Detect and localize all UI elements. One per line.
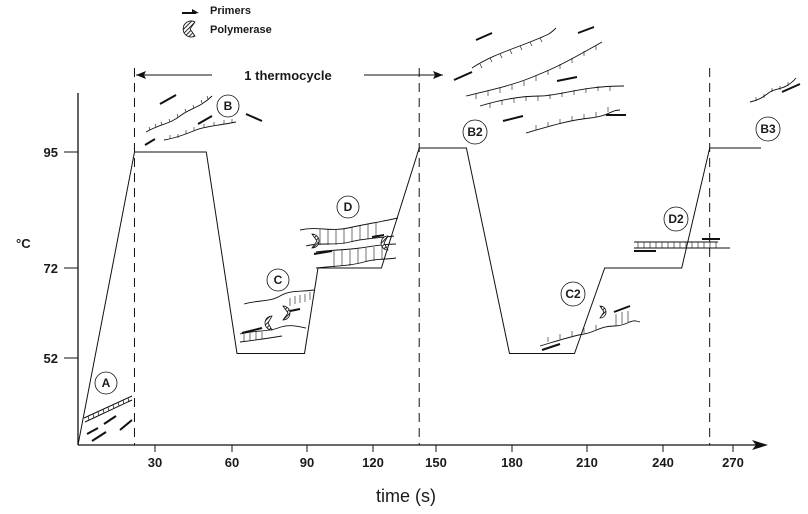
stage-c2-dna-illustration	[539, 305, 641, 351]
svg-text:B3: B3	[760, 122, 776, 136]
thermocycle-span: 1 thermocycle	[136, 68, 443, 83]
polymerase-icon	[264, 315, 273, 331]
y-tick-label: 72	[44, 261, 58, 276]
y-tick-label: 95	[44, 145, 58, 160]
primer-arrow-icon	[313, 234, 385, 255]
legend-label-primers: Primers	[210, 5, 251, 17]
primer-arrow-icon	[541, 305, 631, 351]
y-tick-label: 52	[44, 351, 58, 366]
thermocycle-label: 1 thermocycle	[244, 68, 331, 83]
polymerase-icon	[380, 235, 389, 251]
cycle-markers	[133, 68, 711, 445]
x-axis-arrowhead-icon	[752, 440, 768, 450]
stage-d2-dna-illustration	[634, 238, 730, 252]
stage-label-b: B	[216, 94, 240, 118]
y-ticks: 95 72 52	[44, 145, 78, 366]
stage-b-dna-illustration	[144, 94, 263, 146]
svg-text:A: A	[102, 376, 111, 390]
polymerase-icon	[311, 233, 320, 249]
span-arrowhead-left-icon	[136, 71, 146, 79]
polymerase-icon	[182, 20, 196, 38]
stage-b2-dna-illustration	[453, 26, 626, 134]
x-axis-label: time (s)	[376, 486, 436, 506]
primer-arrow-icon	[144, 94, 263, 146]
primer-arrow-icon	[453, 26, 626, 122]
svg-text:C2: C2	[565, 287, 581, 301]
svg-text:C: C	[274, 273, 283, 287]
legend-item-primers: Primers	[182, 5, 251, 17]
x-tick-label: 90	[300, 455, 314, 470]
stage-a-dna-illustration	[83, 395, 133, 442]
x-tick-label: 60	[225, 455, 239, 470]
stage-label-d: D	[336, 195, 360, 219]
svg-text:D: D	[344, 200, 353, 214]
stage-label-b2: B2	[462, 119, 488, 145]
primer-arrow-icon	[781, 83, 801, 93]
primer-arrow-icon	[634, 238, 720, 252]
polymerase-icon	[282, 305, 291, 321]
primer-arrow-icon	[86, 415, 133, 442]
polymerase-icon	[599, 305, 607, 319]
span-arrowhead-right-icon	[433, 71, 443, 79]
axes	[77, 93, 768, 450]
x-tick-label: 240	[652, 455, 674, 470]
stage-c-dna-illustration	[239, 289, 315, 343]
dna-illustrations	[83, 26, 801, 442]
stage-label-c: C	[266, 268, 290, 292]
svg-text:B2: B2	[467, 125, 483, 139]
stage-label-a: A	[94, 371, 118, 395]
x-tick-label: 150	[425, 455, 447, 470]
stage-label-d2: D2	[663, 206, 689, 232]
x-tick-label: 210	[576, 455, 598, 470]
primer-arrow-icon	[182, 9, 199, 14]
stage-d-dna-illustration	[299, 217, 399, 269]
temperature-profile-line	[77, 147, 761, 446]
stage-label-c2: C2	[560, 281, 586, 307]
legend-label-polymerase: Polymerase	[210, 24, 272, 36]
x-tick-label: 180	[501, 455, 523, 470]
legend: Primers Polymerase	[182, 5, 272, 38]
x-tick-label: 270	[722, 455, 744, 470]
legend-item-polymerase: Polymerase	[182, 20, 272, 38]
stage-label-b3: B3	[755, 116, 781, 142]
primer-arrow-icon	[241, 308, 301, 334]
stage-b3-dna-illustration	[749, 77, 801, 103]
stage-labels: A B C D B2 C2 D2 B3	[94, 94, 781, 395]
svg-text:B: B	[224, 99, 233, 113]
x-tick-label: 120	[362, 455, 384, 470]
x-ticks: 30 60 90 120 150 180 210 240 270	[148, 445, 744, 470]
x-tick-label: 30	[148, 455, 162, 470]
y-axis-label: °C	[16, 236, 31, 251]
svg-text:D2: D2	[668, 212, 684, 226]
